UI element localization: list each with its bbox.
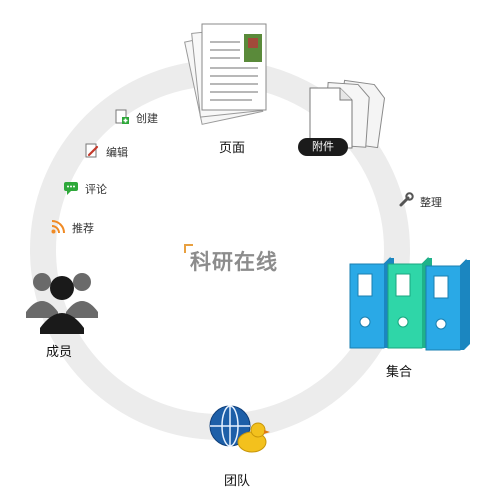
wrench-icon xyxy=(398,192,414,208)
action-create-label[interactable]: 创建 xyxy=(136,112,158,125)
center-title: 科研在线 xyxy=(190,250,278,274)
attachment-label[interactable]: 附件 xyxy=(298,138,348,156)
rss-icon xyxy=(50,219,66,235)
pages-label: 页面 xyxy=(219,141,246,156)
action-recommend-label[interactable]: 推荐 xyxy=(72,222,94,235)
edit-doc-icon xyxy=(84,143,100,159)
pages-icon[interactable] xyxy=(172,18,282,128)
collection-label: 集合 xyxy=(386,365,413,380)
members-icon[interactable] xyxy=(22,268,104,334)
title-corner-mark xyxy=(184,244,193,253)
members-label: 成员 xyxy=(46,345,73,360)
create-doc-icon xyxy=(114,109,130,125)
organize-label: 整理 xyxy=(420,196,442,209)
attachment-icon[interactable] xyxy=(304,78,394,150)
team-icon[interactable] xyxy=(206,402,270,462)
comment-icon xyxy=(63,180,79,196)
action-edit-label[interactable]: 编辑 xyxy=(106,146,128,159)
team-label: 团队 xyxy=(224,474,251,489)
collection-icon[interactable] xyxy=(342,252,472,354)
action-comment-label[interactable]: 评论 xyxy=(85,183,107,196)
